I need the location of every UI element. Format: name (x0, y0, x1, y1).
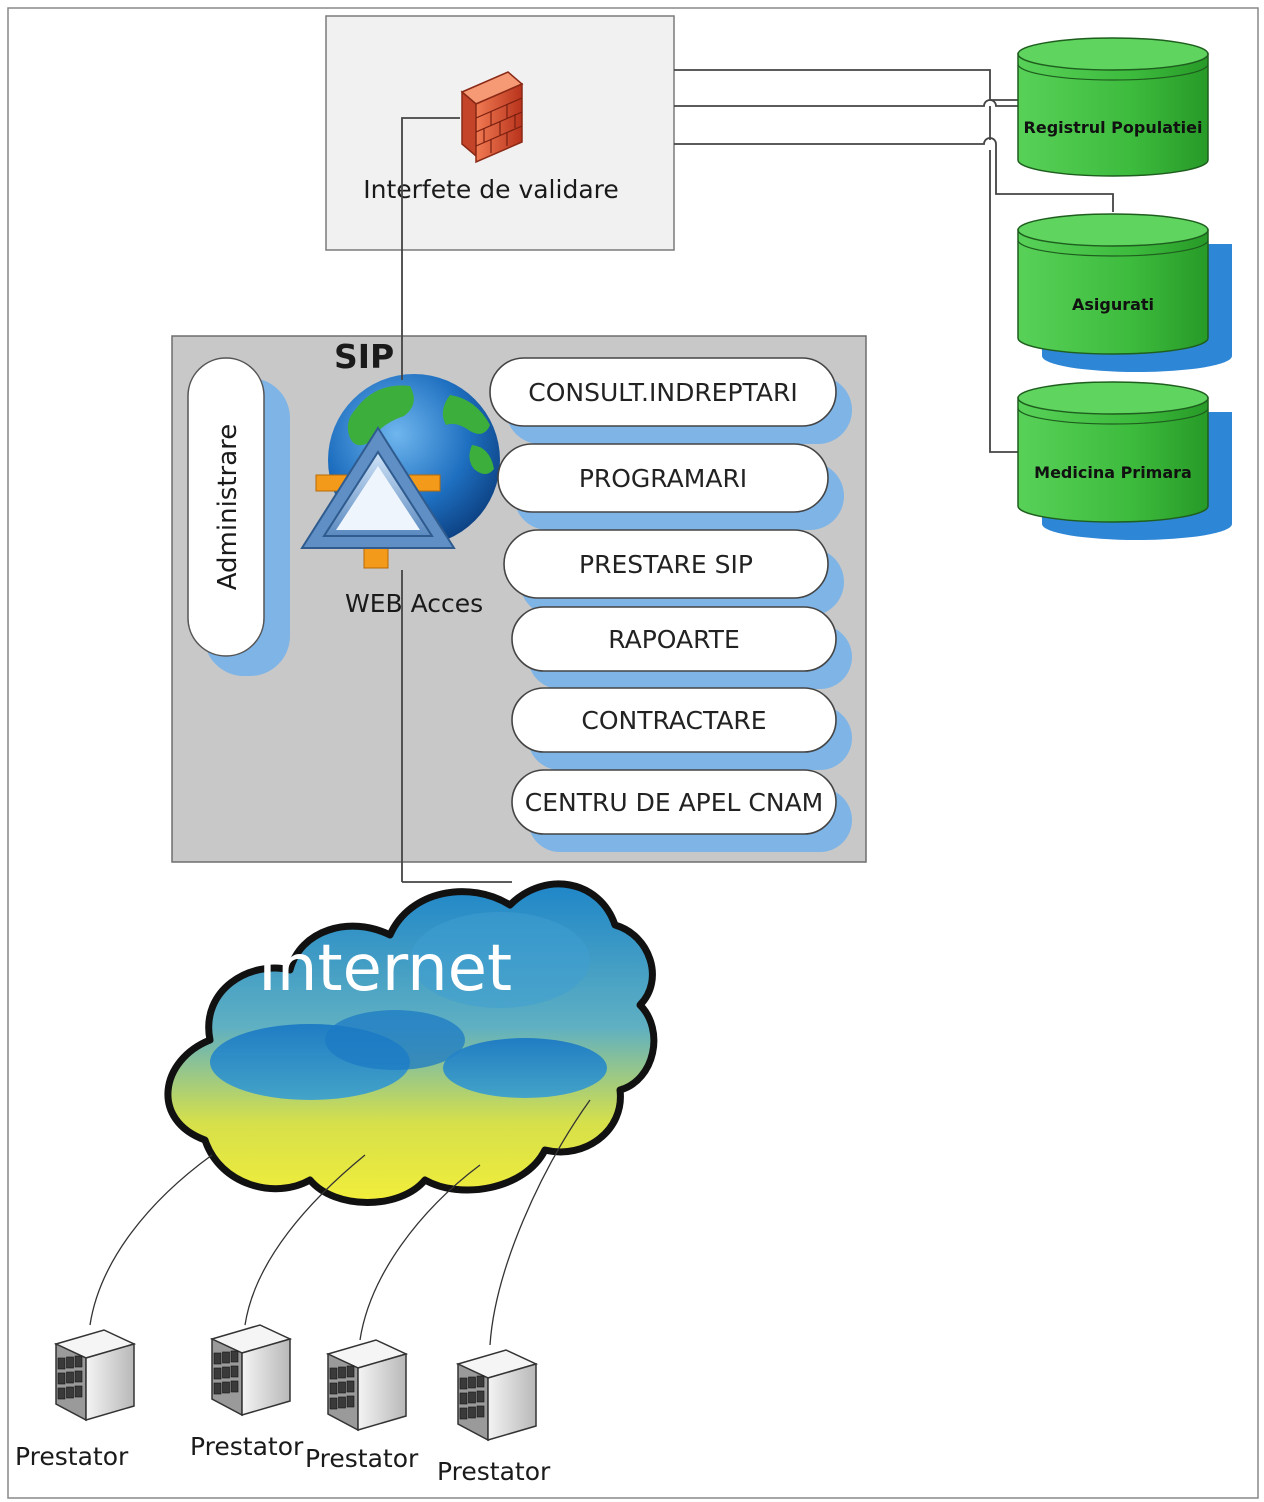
database-cylinder: Asigurati (1017, 213, 1232, 372)
module-pill[interactable]: CONTRACTARE (511, 687, 852, 770)
provider-node: Prestator (15, 1329, 137, 1471)
module-label: CONTRACTARE (581, 706, 766, 735)
module-label: CENTRU DE APEL CNAM (525, 788, 824, 817)
server-icon (209, 1324, 293, 1417)
module-label: CONSULT.INDREPTARI (528, 378, 797, 407)
connectors (401, 69, 1114, 883)
provider-cables (89, 1099, 591, 1346)
module-label: PROGRAMARI (579, 464, 747, 493)
provider-label: Prestator (190, 1432, 304, 1461)
provider-label: Prestator (437, 1457, 551, 1486)
sip-title: SIP (334, 337, 394, 376)
firewall-icon (460, 71, 524, 164)
database-label: Registrul Populatiei (1024, 118, 1203, 137)
database-label: Asigurati (1072, 295, 1154, 314)
server-icon (53, 1329, 137, 1422)
module-pill[interactable]: RAPOARTE (511, 606, 852, 689)
provider-node: Prestator (437, 1349, 551, 1486)
internet-cloud: Internet (164, 880, 658, 1206)
module-label: PRESTARE SIP (579, 550, 753, 579)
web-access-label: WEB Acces (345, 589, 483, 618)
provider-label: Prestator (15, 1442, 129, 1471)
provider-label: Prestator (305, 1444, 419, 1473)
module-pill[interactable]: CENTRU DE APEL CNAM (511, 769, 852, 852)
sip-container: SIP Administrare WEB Acces CONSULT.INDRE… (171, 335, 867, 863)
module-pill[interactable]: CONSULT.INDREPTARI (489, 357, 852, 444)
server-icon (455, 1349, 539, 1442)
internet-label: Internet (258, 932, 512, 1006)
provider-node: Prestator (305, 1339, 419, 1473)
module-list: CONSULT.INDREPTARI PROGRAMARI PRESTARE SIP… (489, 357, 852, 852)
validation-label: Interfete de validare (363, 175, 619, 204)
module-label: RAPOARTE (608, 625, 740, 654)
database-label: Medicina Primara (1034, 463, 1192, 482)
provider-node: Prestator (190, 1324, 304, 1461)
web-access-icon (300, 374, 500, 569)
module-pill[interactable]: PROGRAMARI (497, 443, 844, 530)
admin-label: Administrare (213, 424, 243, 591)
database-cylinder: Registrul Populatiei (1017, 37, 1209, 177)
admin-pill[interactable]: Administrare (187, 357, 290, 676)
database-cylinder: Medicina Primara (1017, 381, 1232, 540)
server-icon (325, 1339, 409, 1432)
page-frame (7, 7, 1259, 1499)
validation-interfaces: Interfete de validare (325, 15, 675, 251)
module-pill[interactable]: PRESTARE SIP (503, 529, 844, 616)
